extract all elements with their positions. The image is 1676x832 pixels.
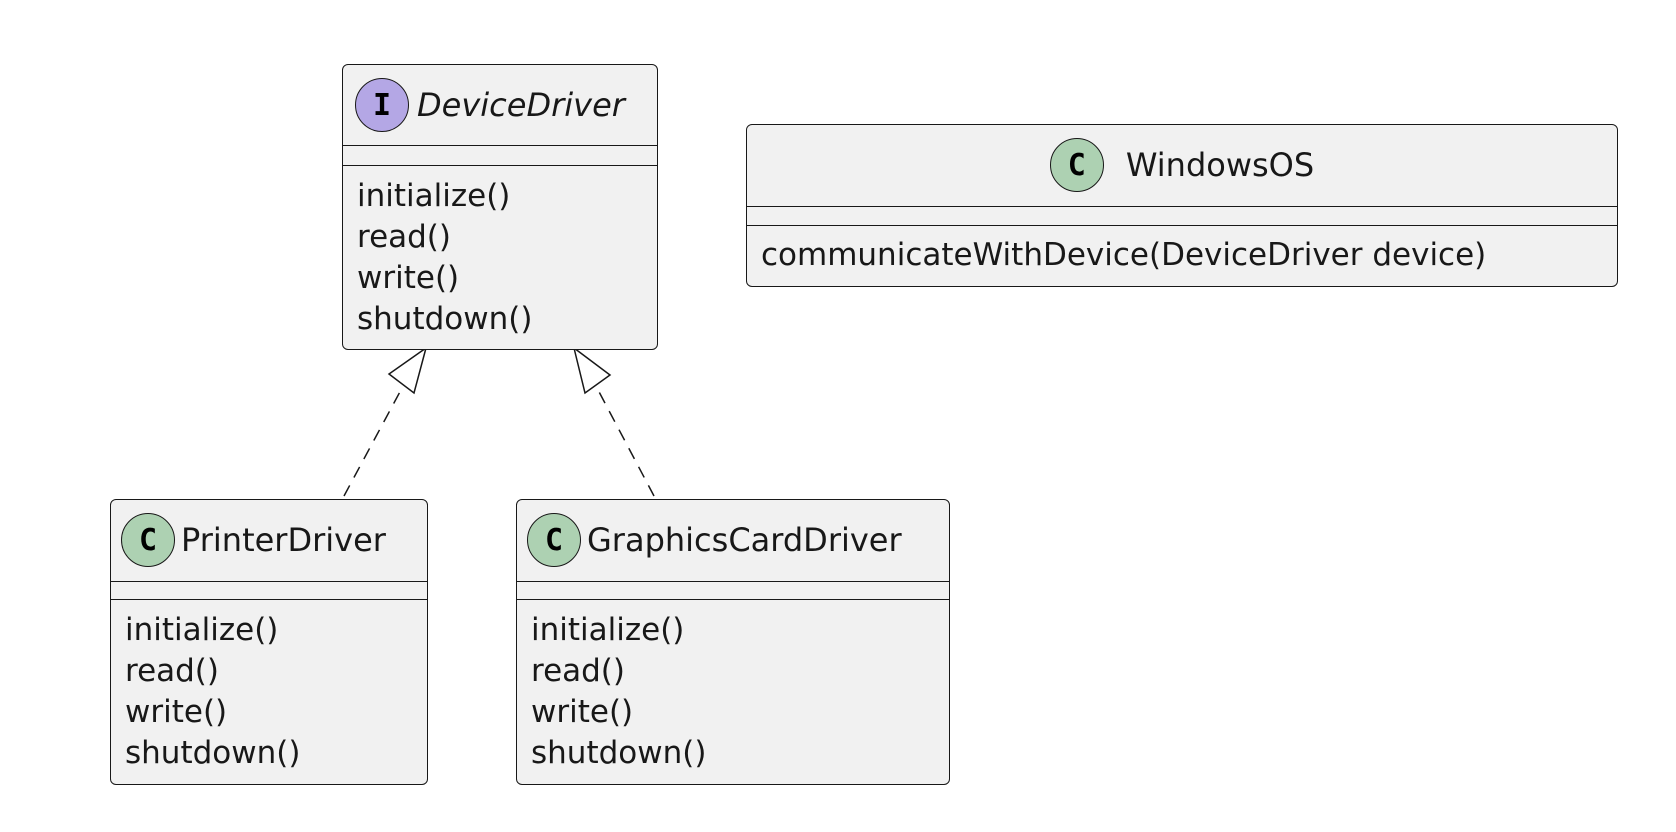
method: initialize() xyxy=(125,612,279,648)
windows-os-header: C WindowsOS xyxy=(747,125,1617,205)
class-printer-driver[interactable]: C PrinterDriver initialize() read() writ… xyxy=(110,499,428,785)
windows-os-name: WindowsOS xyxy=(1125,146,1315,184)
attributes-separator xyxy=(517,581,949,582)
device-driver-header: I DeviceDriver xyxy=(343,65,657,145)
class-badge-icon: C xyxy=(1049,138,1104,192)
interface-device-driver[interactable]: I DeviceDriver initialize() read() write… xyxy=(342,64,658,350)
device-driver-name: DeviceDriver xyxy=(417,86,625,124)
methods-separator xyxy=(747,225,1617,226)
method: initialize() xyxy=(357,178,511,214)
method: shutdown() xyxy=(357,301,533,337)
device-driver-methods: initialize() read() write() shutdown() xyxy=(357,176,651,340)
methods-separator xyxy=(517,599,949,600)
method: write() xyxy=(531,694,634,730)
attributes-separator xyxy=(111,581,427,582)
method: write() xyxy=(357,260,460,296)
method: shutdown() xyxy=(125,735,301,771)
graphics-card-driver-methods: initialize() read() write() shutdown() xyxy=(531,610,943,774)
windows-os-methods: communicateWithDevice(DeviceDriver devic… xyxy=(761,235,1611,276)
method: read() xyxy=(531,653,625,689)
attributes-separator xyxy=(747,206,1617,207)
realization-printer-to-devicedriver xyxy=(343,387,403,497)
printer-driver-name: PrinterDriver xyxy=(181,521,386,559)
methods-separator xyxy=(343,165,657,166)
class-badge-icon: C xyxy=(527,513,581,567)
method: write() xyxy=(125,694,228,730)
method: read() xyxy=(125,653,219,689)
interface-badge-icon: I xyxy=(355,78,409,132)
method: shutdown() xyxy=(531,735,707,771)
methods-separator xyxy=(111,599,427,600)
class-windows-os[interactable]: C WindowsOS communicateWithDevice(Device… xyxy=(746,124,1618,287)
method: communicateWithDevice(DeviceDriver devic… xyxy=(761,237,1487,273)
printer-driver-methods: initialize() read() write() shutdown() xyxy=(125,610,421,774)
printer-driver-header: C PrinterDriver xyxy=(111,500,427,580)
class-badge-icon: C xyxy=(121,513,175,567)
method: read() xyxy=(357,219,451,255)
realization-arrowhead-printer xyxy=(387,346,428,395)
attributes-separator xyxy=(343,145,657,146)
realization-graphics-to-devicedriver xyxy=(596,387,655,497)
graphics-card-driver-name: GraphicsCardDriver xyxy=(587,521,902,559)
method: initialize() xyxy=(531,612,685,648)
realization-arrowhead-graphics xyxy=(572,346,612,395)
class-graphics-card-driver[interactable]: C GraphicsCardDriver initialize() read()… xyxy=(516,499,950,785)
graphics-card-driver-header: C GraphicsCardDriver xyxy=(517,500,949,580)
